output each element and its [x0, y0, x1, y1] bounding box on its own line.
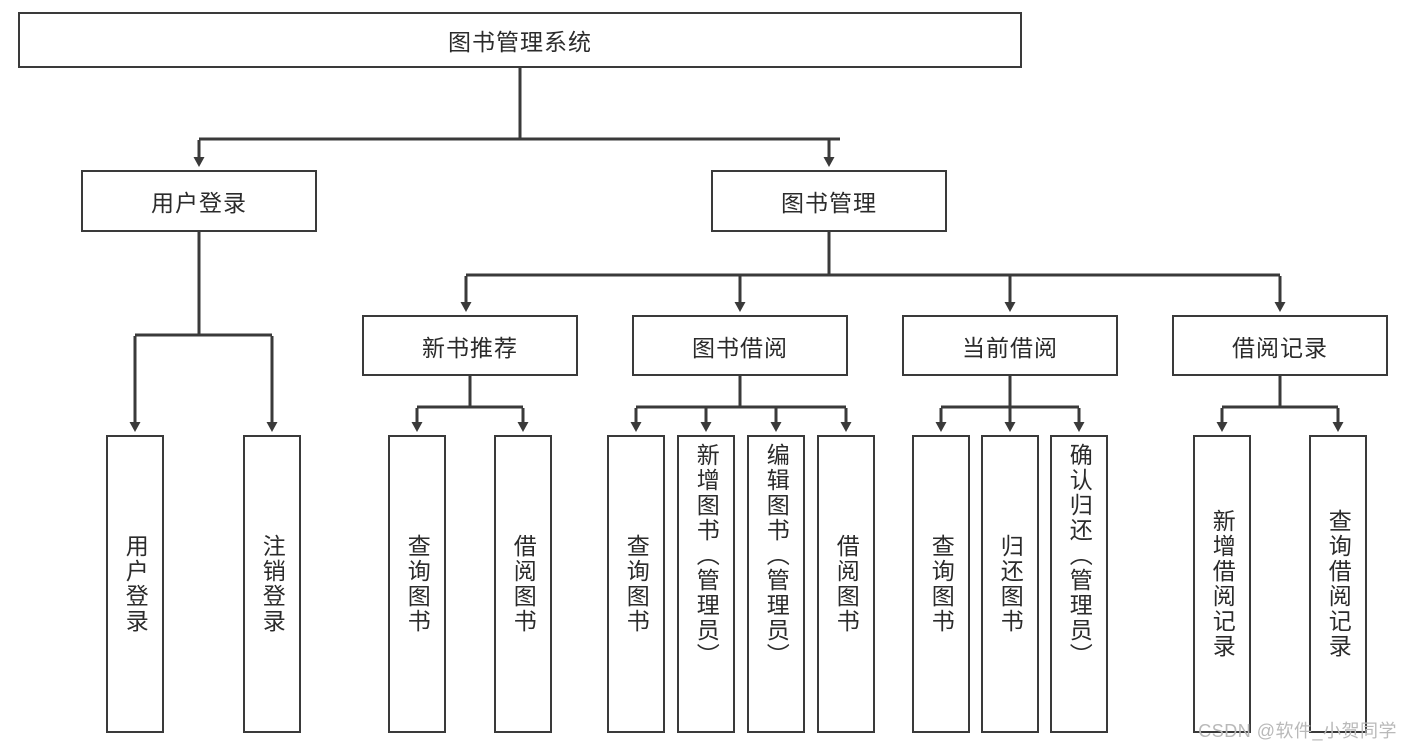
leaf-book-borrow-borrow[interactable]: 借阅图书: [817, 435, 875, 733]
leaf-user-login-signin[interactable]: 用户登录: [106, 435, 164, 733]
leaf-current-borrow-confirm-return[interactable]: 确认归还（管理员）: [1050, 435, 1108, 733]
watermark: CSDN @软件_小贺同学: [1198, 721, 1397, 741]
node-book-borrow[interactable]: 图书借阅: [632, 315, 848, 376]
node-user-login-label: 用户登录: [151, 190, 247, 216]
node-borrow-record[interactable]: 借阅记录: [1172, 315, 1388, 376]
leaf-label: 查询图书: [623, 534, 650, 634]
leaf-borrow-record-query[interactable]: 查询借阅记录: [1309, 435, 1367, 733]
leaf-label: 新增借阅记录: [1209, 509, 1236, 659]
node-borrow-record-label: 借阅记录: [1232, 334, 1328, 361]
leaf-label: 编辑图书（管理员）: [763, 443, 790, 668]
leaf-book-borrow-query[interactable]: 查询图书: [607, 435, 665, 733]
node-current-borrow[interactable]: 当前借阅: [902, 315, 1118, 376]
node-root[interactable]: 图书管理系统: [18, 12, 1022, 68]
node-root-label: 图书管理系统: [448, 29, 592, 55]
leaf-label: 用户登录: [122, 534, 149, 634]
leaf-label: 借阅图书: [833, 534, 860, 634]
leaf-new-book-borrow[interactable]: 借阅图书: [494, 435, 552, 733]
leaf-label: 新增图书（管理员）: [693, 443, 720, 668]
leaf-book-borrow-add[interactable]: 新增图书（管理员）: [677, 435, 735, 733]
node-user-login[interactable]: 用户登录: [81, 170, 317, 232]
leaf-label: 查询图书: [404, 534, 431, 634]
leaf-label: 查询图书: [928, 534, 955, 634]
leaf-current-borrow-return[interactable]: 归还图书: [981, 435, 1039, 733]
leaf-book-borrow-edit[interactable]: 编辑图书（管理员）: [747, 435, 805, 733]
node-new-book-recommend[interactable]: 新书推荐: [362, 315, 578, 376]
leaf-label: 确认归还（管理员）: [1066, 443, 1093, 668]
node-book-borrow-label: 图书借阅: [692, 334, 788, 361]
node-book-management[interactable]: 图书管理: [711, 170, 947, 232]
leaf-current-borrow-query[interactable]: 查询图书: [912, 435, 970, 733]
leaf-label: 借阅图书: [510, 534, 537, 634]
leaf-borrow-record-add[interactable]: 新增借阅记录: [1193, 435, 1251, 733]
node-new-book-recommend-label: 新书推荐: [422, 334, 518, 361]
leaf-user-login-signout[interactable]: 注销登录: [243, 435, 301, 733]
leaf-label: 查询借阅记录: [1325, 509, 1352, 659]
node-current-borrow-label: 当前借阅: [962, 334, 1058, 361]
leaf-label: 注销登录: [259, 534, 286, 634]
leaf-new-book-query[interactable]: 查询图书: [388, 435, 446, 733]
leaf-label: 归还图书: [997, 534, 1024, 634]
node-book-management-label: 图书管理: [781, 190, 877, 216]
